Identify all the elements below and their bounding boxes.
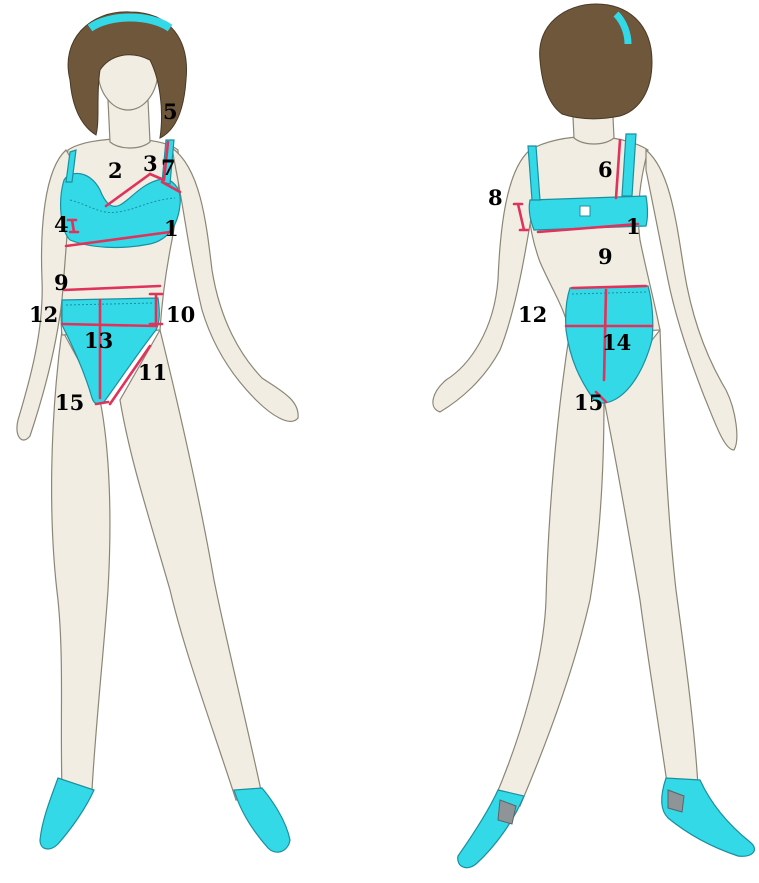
front-right-leg [120, 330, 262, 800]
back-right-leg [604, 330, 698, 790]
back-right-shoe [662, 778, 755, 856]
front-figure: 5 2 3 7 4 1 9 12 10 13 11 15 [17, 12, 298, 852]
label-back-6: 6 [598, 157, 613, 182]
label-back-8: 8 [488, 185, 503, 210]
back-bra-hook [580, 206, 590, 216]
front-left-shoe [40, 778, 94, 849]
label-front-10: 10 [166, 302, 195, 327]
label-front-4: 4 [54, 212, 69, 237]
label-front-9: 9 [54, 270, 69, 295]
label-front-13: 13 [84, 328, 113, 353]
label-front-3: 3 [143, 151, 158, 176]
back-left-shoe [458, 790, 524, 868]
label-front-5: 5 [163, 99, 178, 124]
label-back-14: 14 [602, 330, 631, 355]
back-figure: 6 8 1 9 12 14 15 [433, 4, 755, 868]
back-left-arm [433, 150, 534, 412]
label-back-12: 12 [518, 302, 547, 327]
back-hair [540, 4, 652, 119]
label-front-15: 15 [55, 390, 84, 415]
front-right-arm [172, 148, 298, 421]
label-front-11: 11 [138, 360, 167, 385]
label-front-1: 1 [164, 216, 179, 241]
label-front-7: 7 [161, 155, 176, 180]
label-back-1: 1 [626, 214, 641, 239]
label-back-9: 9 [598, 244, 613, 269]
label-front-2: 2 [108, 158, 123, 183]
front-right-shoe [234, 788, 290, 852]
label-front-12: 12 [29, 302, 58, 327]
label-back-15: 15 [574, 390, 603, 415]
